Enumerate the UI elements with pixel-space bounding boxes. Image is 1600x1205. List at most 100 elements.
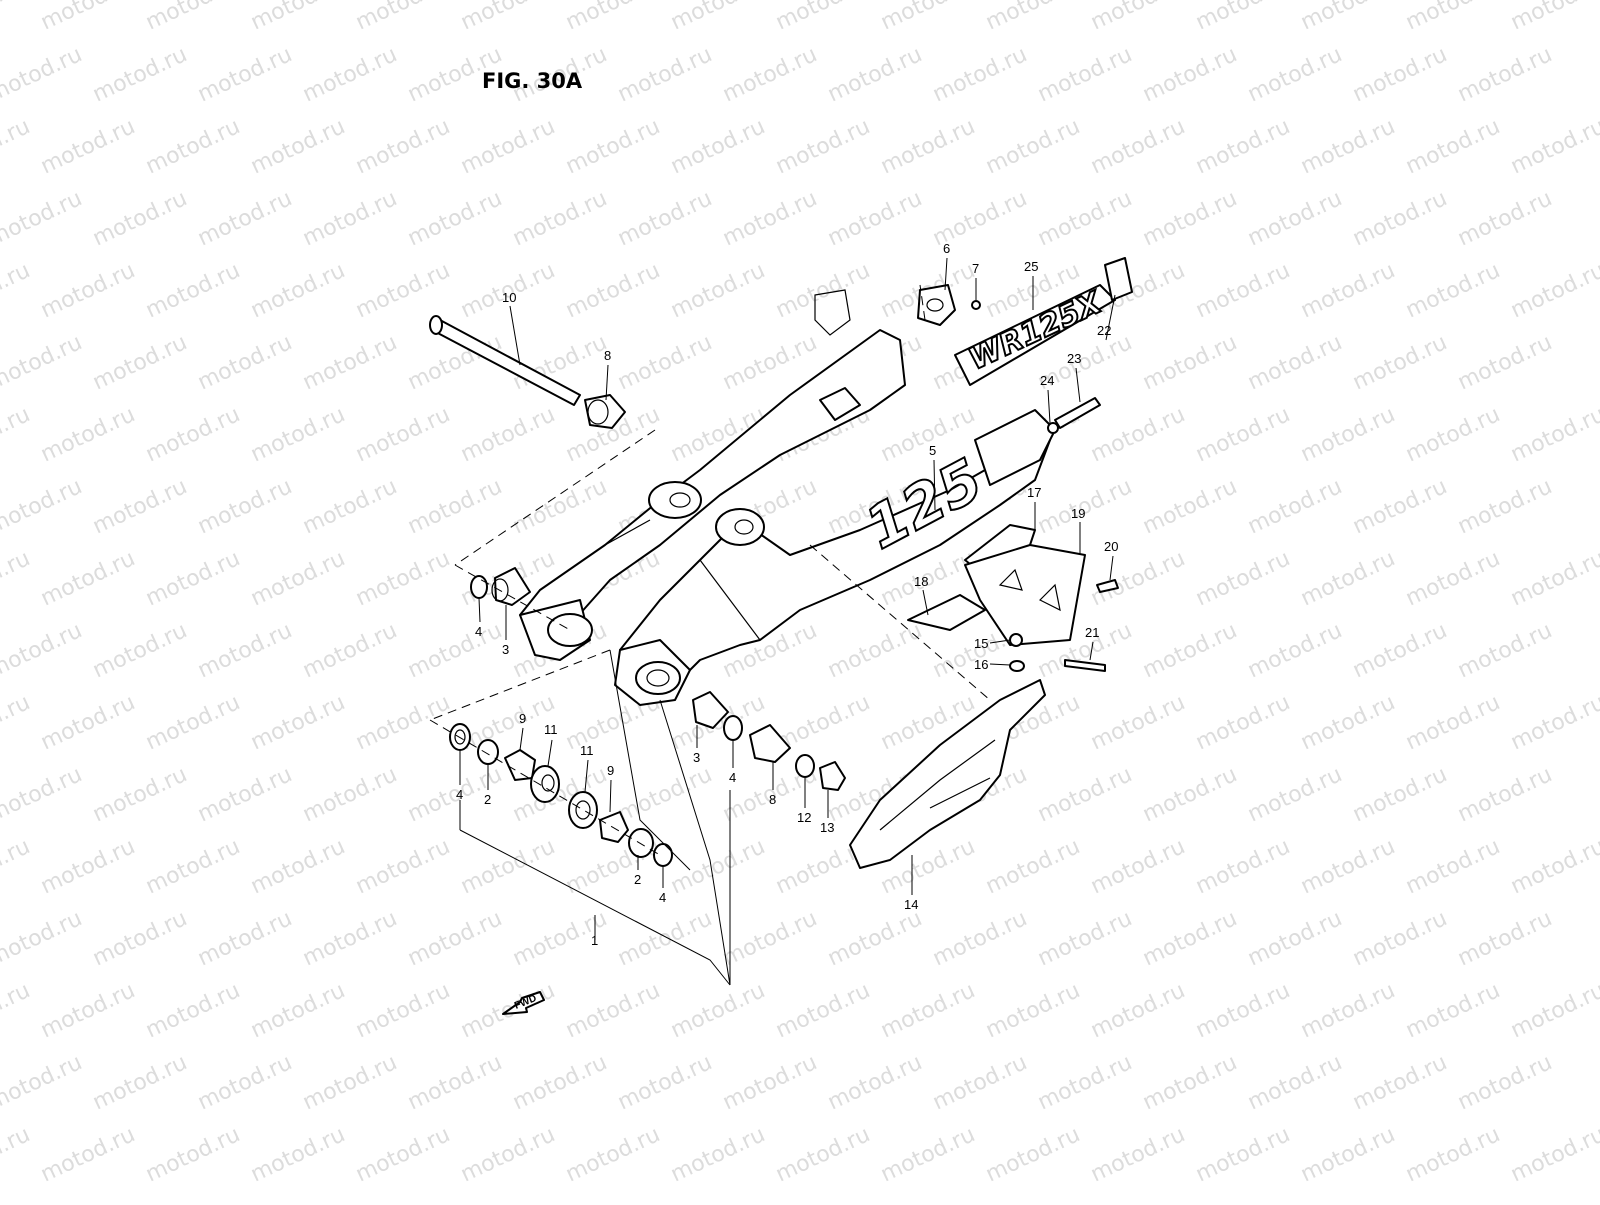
watermark-text: motod.ru bbox=[247, 1122, 349, 1187]
watermark-text: motod.ru bbox=[299, 330, 401, 395]
watermark-text: motod.ru bbox=[89, 618, 191, 683]
watermark-text: motod.ru bbox=[1349, 618, 1451, 683]
watermark-text: motod.ru bbox=[614, 762, 716, 827]
callout-11: 11 bbox=[580, 743, 594, 758]
watermark-text: motod.ru bbox=[352, 834, 454, 899]
watermark-text: motod.ru bbox=[247, 0, 349, 35]
watermark-text: motod.ru bbox=[1244, 330, 1346, 395]
watermark-text: motod.ru bbox=[142, 402, 244, 467]
callout-3: 3 bbox=[693, 750, 700, 765]
watermark-text: motod.ru bbox=[404, 474, 506, 539]
cap-11-b bbox=[568, 791, 598, 829]
watermark-text: motod.ru bbox=[194, 330, 296, 395]
watermark-text: motod.ru bbox=[1507, 834, 1600, 899]
watermark-text: motod.ru bbox=[772, 1122, 874, 1187]
washer-16 bbox=[1009, 660, 1025, 672]
watermark-text: motod.ru bbox=[37, 834, 139, 899]
watermark-text: motod.ru bbox=[614, 330, 716, 395]
watermark-text: motod.ru bbox=[352, 0, 454, 35]
watermark-text: motod.ru bbox=[0, 978, 34, 1043]
watermark-text: motod.ru bbox=[352, 690, 454, 755]
watermark-text: motod.ru bbox=[299, 1050, 401, 1115]
watermark-text: motod.ru bbox=[772, 978, 874, 1043]
watermark-text: motod.ru bbox=[247, 114, 349, 179]
watermark-text: motod.ru bbox=[404, 618, 506, 683]
watermark-text: motod.ru bbox=[457, 0, 559, 35]
watermark-text: motod.ru bbox=[1139, 42, 1241, 107]
watermark-text: motod.ru bbox=[247, 834, 349, 899]
callout-4: 4 bbox=[475, 624, 482, 639]
watermark-text: motod.ru bbox=[982, 0, 1084, 35]
exploded-view-lines bbox=[429, 284, 991, 986]
watermark-text: motod.ru bbox=[614, 42, 716, 107]
gusset-line bbox=[699, 559, 761, 641]
watermark-text: motod.ru bbox=[142, 978, 244, 1043]
callout-8: 8 bbox=[769, 792, 776, 807]
watermark-text: motod.ru bbox=[0, 258, 34, 323]
watermark-text: motod.ru bbox=[1402, 690, 1504, 755]
collar-9-a bbox=[504, 749, 536, 781]
watermark-text: motod.ru bbox=[614, 906, 716, 971]
watermark-text: motod.ru bbox=[1034, 762, 1136, 827]
watermark-text: motod.ru bbox=[1297, 978, 1399, 1043]
watermark-text: motod.ru bbox=[1297, 114, 1399, 179]
decal-25-plate bbox=[954, 284, 1116, 386]
watermark-text: motod.ru bbox=[1192, 1122, 1294, 1187]
watermark-text: motod.ru bbox=[982, 1122, 1084, 1187]
collar-9-b bbox=[599, 811, 629, 843]
watermark-text: motod.ru bbox=[0, 1122, 34, 1187]
watermark-text: motod.ru bbox=[194, 42, 296, 107]
watermark-text: motod.ru bbox=[142, 546, 244, 611]
bearing-3-lower bbox=[692, 691, 729, 729]
watermark-text: motod.ru bbox=[0, 402, 34, 467]
watermark-text: motod.ru bbox=[1402, 258, 1504, 323]
watermark-text: motod.ru bbox=[37, 258, 139, 323]
bearing-3-upper bbox=[494, 567, 531, 606]
watermark-text: motod.ru bbox=[352, 114, 454, 179]
bolt-20 bbox=[1096, 579, 1119, 593]
watermark-text: motod.ru bbox=[1087, 690, 1189, 755]
watermark-text: motod.ru bbox=[509, 1050, 611, 1115]
near-pivot-bore bbox=[646, 669, 670, 687]
watermark-text: motod.ru bbox=[37, 402, 139, 467]
pivot-shaft-head bbox=[429, 315, 443, 335]
watermark-text: motod.ru bbox=[352, 546, 454, 611]
watermark-text: motod.ru bbox=[1297, 1122, 1399, 1187]
watermark-text: motod.ru bbox=[37, 114, 139, 179]
callout-9: 9 bbox=[607, 763, 614, 778]
watermark-text: motod.ru bbox=[1297, 258, 1399, 323]
watermark-text: motod.ru bbox=[824, 1050, 926, 1115]
callout-2: 2 bbox=[484, 792, 491, 807]
watermark-text: motod.ru bbox=[1192, 834, 1294, 899]
figure-title: FIG. 30A bbox=[482, 69, 583, 93]
callout-1: 1 bbox=[591, 933, 598, 948]
watermark-text: motod.ru bbox=[247, 402, 349, 467]
watermark-text: motod.ru bbox=[509, 474, 611, 539]
watermark-text: motod.ru bbox=[1297, 690, 1399, 755]
watermark-text: motod.ru bbox=[1454, 186, 1556, 251]
watermark-text: motod.ru bbox=[1139, 330, 1241, 395]
watermark-text: motod.ru bbox=[1192, 114, 1294, 179]
watermark-text: motod.ru bbox=[1454, 42, 1556, 107]
watermark-text: motod.ru bbox=[0, 330, 86, 395]
washer-12 bbox=[795, 754, 815, 778]
watermark-text: motod.ru bbox=[0, 186, 86, 251]
callout-3: 3 bbox=[502, 642, 509, 657]
watermark-text: motod.ru bbox=[1349, 906, 1451, 971]
watermark-text: motod.ru bbox=[1244, 1050, 1346, 1115]
watermark-text: motod.ru bbox=[1192, 258, 1294, 323]
watermark-text: motod.ru bbox=[1244, 42, 1346, 107]
callout-15: 15 bbox=[974, 636, 988, 651]
watermark-text: motod.ru bbox=[0, 834, 34, 899]
watermark-text: motod.ru bbox=[1402, 402, 1504, 467]
watermark-text: motod.ru bbox=[1454, 762, 1556, 827]
watermark-text: motod.ru bbox=[929, 906, 1031, 971]
watermark-text: motod.ru bbox=[1454, 906, 1556, 971]
watermark-text: motod.ru bbox=[1402, 114, 1504, 179]
watermark-text: motod.ru bbox=[667, 258, 769, 323]
watermark-text: motod.ru bbox=[719, 1050, 821, 1115]
watermark-text: motod.ru bbox=[1507, 1122, 1600, 1187]
watermark-text: motod.ru bbox=[142, 114, 244, 179]
watermark-text: motod.ru bbox=[0, 114, 34, 179]
watermark-text: motod.ru bbox=[1244, 618, 1346, 683]
